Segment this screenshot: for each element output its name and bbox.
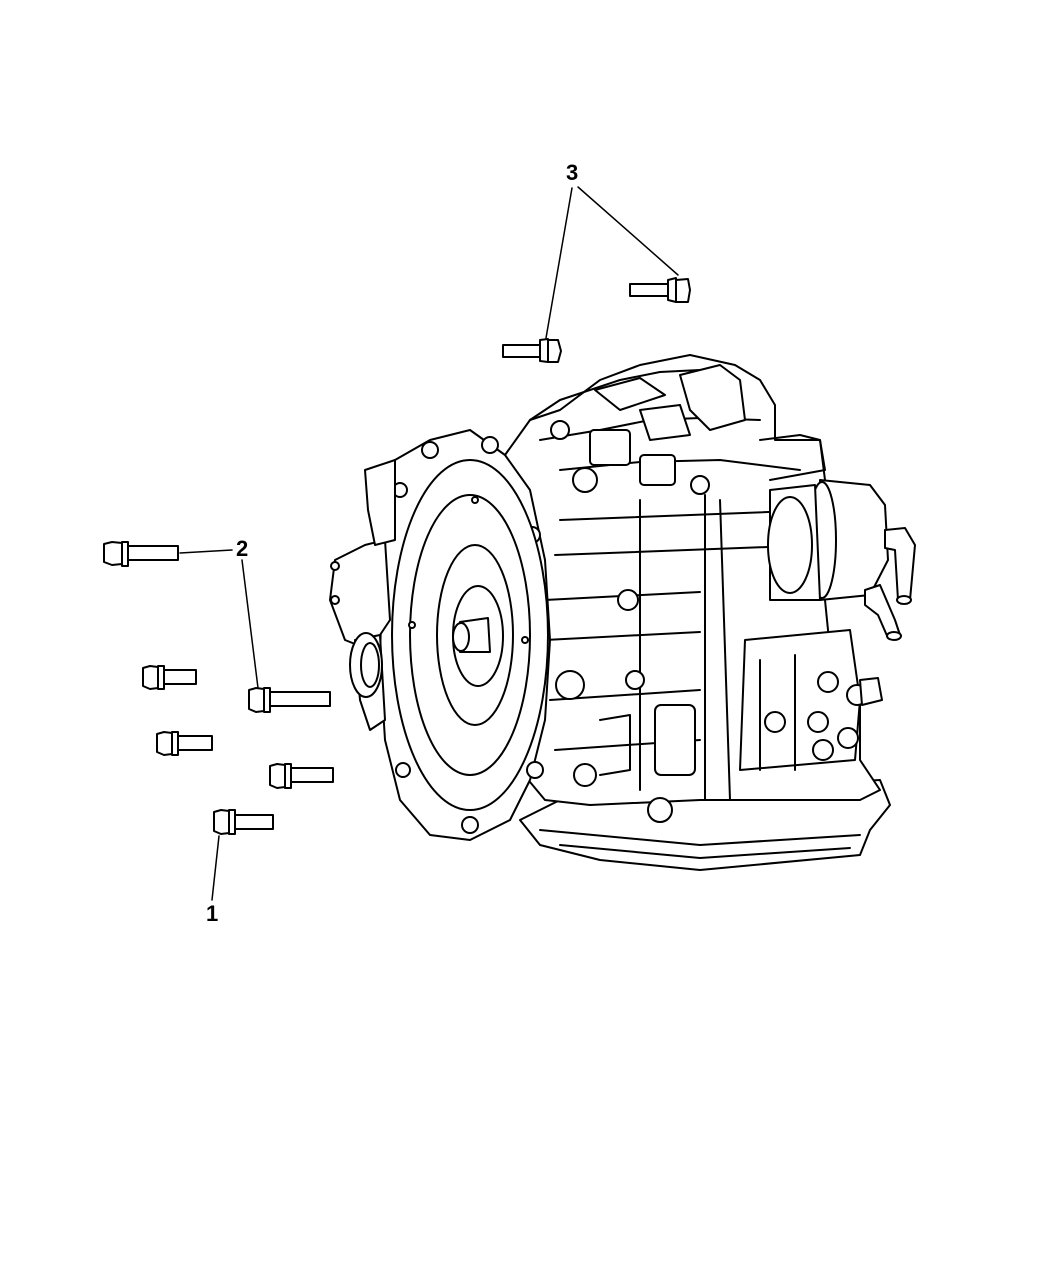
bolt-2a (103, 541, 179, 567)
bolt-1d (213, 809, 274, 835)
leader-1 (211, 835, 220, 901)
bolt-3a (629, 277, 691, 303)
callout-3: 3 (566, 160, 579, 185)
axle-seal (349, 632, 383, 698)
bolt-2b (248, 687, 331, 713)
bolt-3b (502, 338, 562, 363)
leader-3b (545, 187, 573, 339)
leader-2b (241, 559, 259, 689)
transmission-assembly (329, 354, 916, 871)
callout-1: 1 (206, 901, 219, 926)
bolt-1a (142, 665, 197, 690)
leader-2a (179, 549, 233, 554)
cooler-line-fitting-lower (864, 584, 901, 639)
bolt-1b (156, 731, 213, 756)
torque-converter (391, 459, 549, 811)
callout-2: 2 (236, 536, 249, 561)
bolt-1c (269, 763, 334, 789)
leader-3a (577, 186, 679, 276)
leader-lines (179, 186, 679, 901)
cooler-line-fitting-upper (884, 527, 916, 601)
